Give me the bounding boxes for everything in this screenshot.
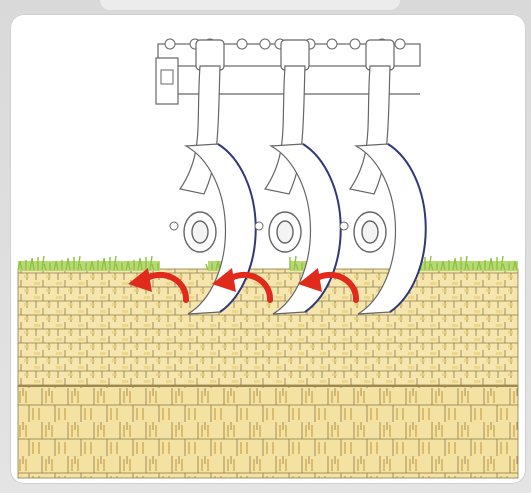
bolt-icon xyxy=(395,39,405,49)
disc-hub-center xyxy=(277,221,293,243)
soil-lower-layer xyxy=(18,386,518,478)
bolt-icon xyxy=(260,39,270,49)
disc-bolt xyxy=(170,222,178,230)
grass-strip-1 xyxy=(18,256,160,271)
disc-bolt xyxy=(340,222,348,230)
disc-hub-center xyxy=(362,221,378,243)
bolt-icon xyxy=(350,39,360,49)
disc-harrow-diagram xyxy=(10,14,526,484)
bolt-icon xyxy=(327,39,337,49)
bolt-icon xyxy=(237,39,247,49)
disc-hub-center xyxy=(192,221,208,243)
frame-top-tab xyxy=(100,0,400,10)
disc-bolt xyxy=(255,222,263,230)
diagram-panel xyxy=(10,14,526,484)
bolt-icon xyxy=(165,39,175,49)
